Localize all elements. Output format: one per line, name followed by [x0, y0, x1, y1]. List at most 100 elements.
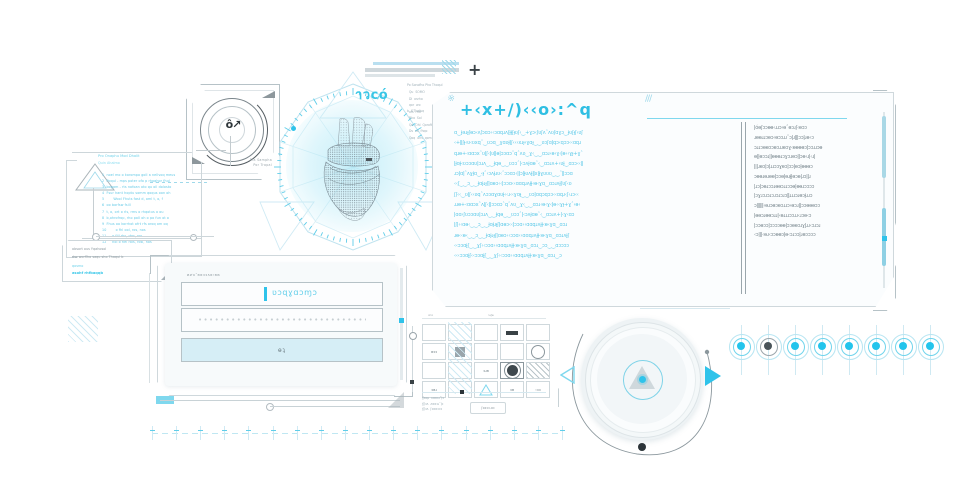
status-note-line2: rho worflho saqu sho Thaqul b	[72, 255, 124, 259]
gauge-ring-mid	[208, 106, 256, 154]
stage-node-ring	[787, 338, 805, 356]
swatch-cell[interactable]	[474, 324, 498, 341]
swatch-cells[interactable]: ɑɔɔ ɔɹɵ ɔɵɹ ɔɵ‹ɔɔ	[422, 324, 550, 398]
stage-node-ring	[733, 338, 751, 356]
stage-node[interactable]	[836, 325, 863, 375]
orientation-dial[interactable]	[571, 312, 713, 456]
swatch-cell-label: ɔɹɵ	[483, 368, 489, 373]
stage-node-halo	[729, 334, 755, 360]
username-input[interactable]: ʋɔɋɣɑɔɱɔ	[181, 282, 383, 306]
ruler-tick-cross	[295, 430, 300, 431]
scan-header-bar-2	[365, 74, 435, 77]
dial-next-button[interactable]	[705, 366, 721, 386]
transcript-title: +‹x+/)‹‹o›:^q	[460, 100, 592, 119]
swatch-cell[interactable]	[474, 343, 498, 360]
swatch-cell[interactable]	[474, 381, 498, 398]
swatch-cell[interactable]	[448, 343, 472, 360]
username-value: ʋɔɋɣɑɔɱɔ	[272, 288, 318, 297]
timeline-ruler[interactable]	[150, 426, 565, 440]
stage-node-halo	[810, 334, 836, 360]
dial-orbit-node	[638, 443, 646, 451]
organ-scan-viewport[interactable]	[258, 62, 448, 262]
ruler-tick	[441, 426, 442, 440]
ruler-tick-cross	[343, 430, 348, 431]
slash-decor-icon: ///	[645, 94, 652, 104]
scan-header-bar-1	[365, 68, 459, 72]
stage-node[interactable]	[728, 325, 755, 375]
log-panel-end-node	[190, 234, 197, 241]
dial-prev-button[interactable]	[560, 366, 575, 384]
ruler-tick-cross	[367, 430, 372, 431]
stage-node[interactable]	[782, 325, 809, 375]
swatch-rail[interactable]	[412, 326, 413, 392]
swatch-cell-label: ɔɵɹ	[431, 387, 437, 392]
stage-node-ring	[868, 338, 886, 356]
stage-node[interactable]	[863, 325, 890, 375]
transcript-scrollbar-track[interactable]	[883, 112, 885, 288]
swatch-cell[interactable]	[448, 324, 472, 341]
plus-marker-icon: +	[468, 60, 482, 79]
swatch-rail-knob[interactable]	[409, 332, 417, 340]
stage-node-ring	[841, 338, 859, 356]
transcript-column-right: ǀóɵʃɔɔɵɵ‹ɹɹɔ‹ɵˆɵɔɹʃ‹ɵɔɔ ɹɵɵɹɹɔɵɔ‹ɵɔɔɹɹˆɔ…	[754, 125, 823, 239]
swatch-circle-outline	[531, 344, 545, 359]
transcript-scrollbar-thumb-upper[interactable]	[882, 116, 886, 178]
left-dashed-rule	[150, 182, 210, 183]
ruler-tick-cross	[319, 430, 324, 431]
log-panel-stem	[93, 188, 94, 234]
ruler-tick	[248, 426, 249, 440]
ruler-tick	[273, 426, 274, 440]
ruler-tick-cross	[439, 430, 444, 431]
ruler-tick	[297, 426, 298, 440]
swatch-cell[interactable]: ɔɵɹ	[422, 381, 446, 398]
password-input[interactable]: ••••••••••••••••••••••••••••••••••••	[181, 308, 383, 332]
dialog-scroll-marker	[399, 318, 404, 323]
swatch-cell[interactable]: ɔɹɵ	[474, 362, 498, 379]
hatch-decor-left	[68, 316, 98, 342]
gauge-center-glyph: ô↗	[225, 118, 242, 131]
scan-header-meta-1: Po Sonofho Pho Thoqul Qu SOMO Dl osrho q…	[407, 83, 443, 115]
warning-triangle-icon	[75, 163, 115, 191]
swatch-cell[interactable]	[500, 362, 524, 379]
swatch-cell[interactable]	[422, 362, 446, 379]
swatch-cell[interactable]	[448, 362, 472, 379]
ruler-tick	[490, 426, 491, 440]
submit-button[interactable]: ɵʇ	[181, 338, 383, 362]
swatch-bottom-rule	[422, 392, 546, 393]
ruler-tick	[152, 426, 153, 440]
transcript-title-rule	[647, 118, 847, 119]
swatch-cell[interactable]	[526, 343, 550, 360]
stage-node-core	[845, 342, 853, 350]
stage-node[interactable]	[755, 325, 782, 375]
ruler-tick-cross	[391, 430, 396, 431]
stage-node[interactable]	[809, 325, 836, 375]
ruler-tick	[345, 426, 346, 440]
ruler-tick	[369, 426, 370, 440]
swatch-cell[interactable]: ɔɵ	[500, 381, 524, 398]
swatch-cell[interactable]	[422, 324, 446, 341]
stage-node-core	[872, 342, 880, 350]
stage-node[interactable]	[917, 325, 944, 375]
swatch-cell[interactable]	[526, 324, 550, 341]
chevron-left-icon	[560, 366, 575, 384]
stage-node-ring	[895, 338, 913, 356]
login-dialog[interactable]: ฅ๙ʌˆɵɑɔɔʌɑ‹ɵฅ ʋɔɋɣɑɔɱɔ •••••••••••••••••…	[149, 255, 407, 396]
stage-node[interactable]	[890, 325, 917, 375]
swatch-cell[interactable]	[500, 343, 524, 360]
ruler-tick-cross	[150, 430, 155, 431]
stage-node-chain[interactable]	[728, 325, 946, 375]
stage-node-core	[737, 342, 745, 350]
password-value: ••••••••••••••••••••••••••••••••••••	[198, 316, 366, 324]
transcript-panel[interactable]: ※ +‹x+/)‹‹o›:^q /// ɑ‿ɉəɹɟʃɵɔ‹ʌʃɔɑɔ‹‹ɔɑq…	[432, 90, 896, 311]
swatch-cell[interactable]: ‹ɔɔ	[526, 381, 550, 398]
swatch-cell[interactable]: ɑɔɔ	[422, 343, 446, 360]
ruler-tick	[466, 426, 467, 440]
swatch-cell[interactable]	[526, 362, 550, 379]
pipe-line	[96, 236, 214, 237]
swatch-cell[interactable]	[500, 324, 524, 341]
bottom-rail-2	[270, 406, 400, 407]
swatch-footer-lines: ɉʃɵqɹ ʌɑɑɔɹˆǀɔ ɉʃʃɔʌ ʌɑɑɔɹˆǀɔ ɉʃʃɔʌ ʃɔɑɑ…	[422, 396, 444, 412]
dialog-scroll-rail[interactable]	[400, 268, 403, 380]
ruler-tick	[538, 426, 539, 440]
